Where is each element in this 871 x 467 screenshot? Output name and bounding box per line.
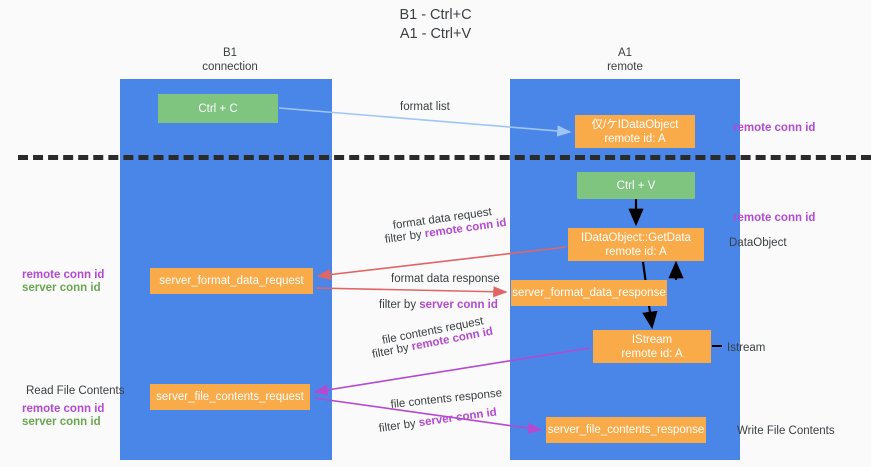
side-label-right-remote-conn-id-mid: remote conn id [733,212,816,224]
column-header-a1-name: A1 [617,47,633,59]
side-label-left-read-file-contents: Read File Contents [26,385,125,397]
node-format-res-label: server_format_data_response [512,287,666,299]
edge-label-format-list: format list [400,101,450,113]
side-label-right-remote-conn-id-top: remote conn id [733,122,816,134]
column-header-b1-name: B1 [222,47,238,59]
node-server-file-contents-request[interactable]: server_file_contents_request [150,384,310,410]
column-header-a1: A1 remote [510,46,740,74]
section-divider [18,155,871,160]
node-ctrl-c[interactable]: Ctrl + C [158,94,278,123]
side-label-left-server-conn-id-top: server conn id [22,282,101,294]
node-ctrl-v-label: Ctrl + V [616,179,656,192]
side-label-right-istream: Istream [727,342,766,354]
side-label-right-write-file-contents: Write File Contents [737,425,835,437]
node-idataobject-getdata[interactable]: IDataObject::GetData remote id: A [568,228,704,261]
node-idataobject[interactable]: 仅/ケIDataObject remote id: A [575,115,695,148]
column-header-a1-role: remote [607,61,643,73]
arrow-file-contents-response [313,397,543,434]
node-file-res-label: server_file_contents_response [547,424,705,436]
column-header-b1: B1 connection [120,46,340,74]
arrow-format-list [278,107,572,137]
node-istream-line2: remote id: A [621,347,683,360]
node-istream[interactable]: IStream remote id: A [593,330,711,363]
node-ctrl-c-label: Ctrl + C [198,102,238,115]
arrow-file-contents-request [313,347,591,396]
column-header-b1-role: connection [202,61,258,73]
node-file-req-label: server_file_contents_request [156,391,304,403]
node-getdata-line1: IDataObject::GetData [581,231,691,244]
diagram-title-line2: A1 - Ctrl+V [399,26,472,42]
node-format-req-label: server_format_data_request [159,275,304,287]
filter-prefix-2: filter by [379,299,420,311]
edge-label-format-data-response: format data response [391,273,500,285]
side-label-left-remote-conn-id-bottom: remote conn id [22,403,105,415]
side-label-left-remote-conn-id-top: remote conn id [22,269,105,281]
node-getdata-line2: remote id: A [605,245,667,258]
node-server-format-data-request[interactable]: server_format_data_request [150,268,313,294]
node-idataobject-line1: 仅/ケIDataObject [591,118,679,131]
node-ctrl-v[interactable]: Ctrl + V [577,172,695,199]
node-istream-line1: IStream [631,333,673,346]
node-idataobject-line2: remote id: A [604,132,666,145]
edge-label-format-data-response-filter: filter by server conn id [379,298,498,313]
side-label-right-dataobject: DataObject [729,237,787,249]
side-label-left-server-conn-id-bottom: server conn id [22,416,101,428]
diagram-title: B1 - Ctrl+C A1 - Ctrl+V [0,6,871,44]
arrow-format-data-response [315,286,508,298]
diagram-title-line1: B1 - Ctrl+C [399,7,472,23]
node-server-format-data-response[interactable]: server_format_data_response [511,280,667,306]
node-server-file-contents-response[interactable]: server_file_contents_response [546,417,706,443]
arrow-format-data-request [316,246,567,281]
filter-key-server-conn-id-1: server conn id [419,299,498,311]
